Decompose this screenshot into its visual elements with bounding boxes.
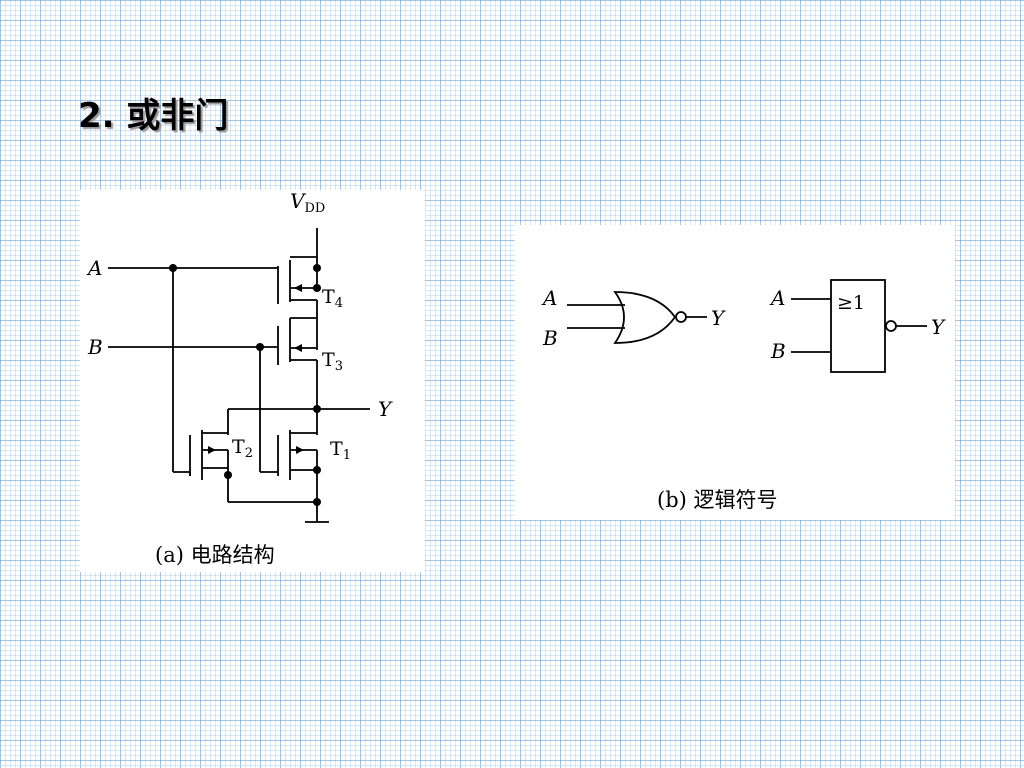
symbol-caption: (b) 逻辑符号 bbox=[657, 488, 778, 512]
node-t1-body bbox=[313, 466, 321, 474]
box-input-b-label: B bbox=[770, 339, 786, 363]
circuit-panel: VDD T4 T3 bbox=[80, 189, 425, 572]
vdd-label: VDD bbox=[290, 189, 325, 216]
t3-label: T3 bbox=[322, 349, 343, 374]
slide-title: 2. 或非门 bbox=[78, 96, 229, 136]
t1-label: T1 bbox=[330, 438, 351, 463]
output-y-label: Y bbox=[378, 397, 393, 421]
gate-input-b-label: B bbox=[542, 326, 558, 350]
box-output-y-label: Y bbox=[931, 315, 946, 339]
nor-circuit-diagram: VDD T4 T3 bbox=[86, 189, 393, 567]
nor-gate-body bbox=[613, 291, 677, 344]
input-a-label: A bbox=[86, 256, 102, 280]
transistor-t2 bbox=[189, 430, 229, 480]
box-function-label: ≥1 bbox=[837, 292, 865, 314]
gate-input-a-label: A bbox=[541, 286, 557, 310]
nor-symbol-diagram: A B Y A B ≥1 Y (b) 逻辑符号 bbox=[541, 279, 946, 512]
input-b-label: B bbox=[87, 335, 103, 359]
t4-label: T4 bbox=[322, 286, 343, 311]
transistor-t3 bbox=[277, 300, 318, 365]
t2-label: T2 bbox=[232, 436, 253, 461]
node-t4-body bbox=[313, 284, 321, 292]
box-bubble bbox=[885, 320, 897, 332]
symbol-panel: A B Y A B ≥1 Y (b) 逻辑符号 bbox=[515, 225, 955, 520]
nor-gate-bubble bbox=[675, 311, 687, 323]
node-t2-body bbox=[224, 471, 232, 479]
node-t4-source bbox=[313, 264, 321, 272]
transistor-t4 bbox=[277, 256, 317, 304]
nor-box bbox=[830, 279, 886, 373]
box-input-a-label: A bbox=[769, 286, 785, 310]
circuit-caption: (a) 电路结构 bbox=[155, 543, 275, 567]
transistor-t1 bbox=[277, 430, 318, 505]
gate-output-y-label: Y bbox=[711, 306, 726, 330]
